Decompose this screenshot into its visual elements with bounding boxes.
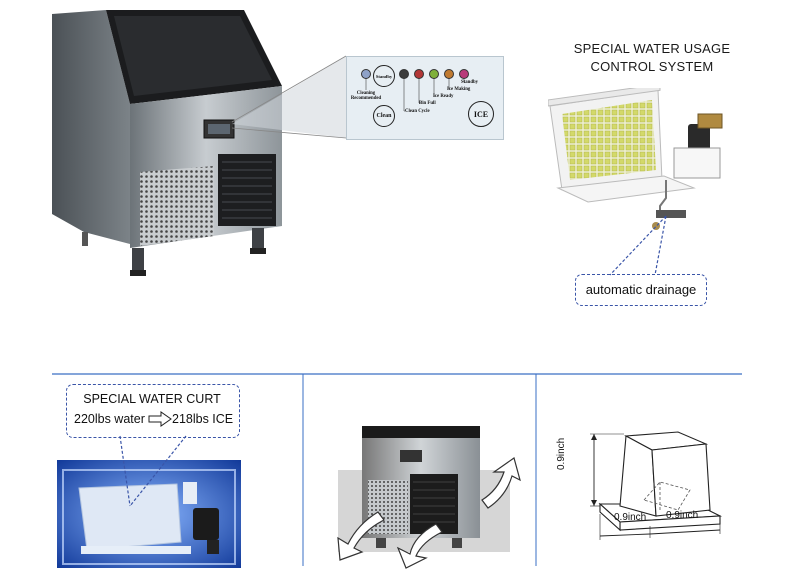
water-system-title: SPECIAL WATER USAGE CONTROL SYSTEM [546, 40, 758, 76]
label-ice-ready: Ice Ready [433, 94, 454, 99]
ice-machine-image [52, 10, 282, 276]
ice-cube-diagram [590, 431, 723, 540]
standby-button[interactable]: Standby [373, 65, 395, 87]
label-ice-making: Ice Making [447, 87, 471, 92]
label-standby-indicator: Standby [461, 80, 479, 85]
water-amount-label: 220lbs water [74, 412, 145, 426]
water-curtain-callout [66, 384, 240, 438]
evaporator-assembly-image [548, 88, 723, 230]
water-system-title-line2: CONTROL SYSTEM [590, 59, 714, 74]
airflow-machine-image [337, 426, 521, 569]
water-curtain-title: SPECIAL WATER CURT [83, 392, 221, 406]
water-curtain-photo [57, 460, 241, 568]
label-clean-cycle: Clean Cycle [405, 109, 430, 114]
control-panel: Cleaning Recommended Clean Cycle Bin Ful… [346, 56, 504, 140]
panel-leader-lines [365, 78, 465, 112]
conversion-arrow-icon [148, 411, 172, 427]
ice-button[interactable]: ICE [468, 101, 494, 127]
cube-width-label: 0.9inch [614, 512, 647, 523]
cube-height-label: 0.9inch [556, 437, 567, 470]
ice-amount-label: 218lbs ICE [172, 412, 234, 426]
label-bin-full: Bin Full [419, 101, 436, 106]
water-system-title-line1: SPECIAL WATER USAGE [573, 41, 731, 56]
clean-button[interactable]: Clean [373, 105, 395, 127]
cube-depth-label: 0.9inch [666, 510, 699, 521]
automatic-drainage-label: automatic drainage [575, 274, 707, 306]
label-cleaning-recommended: Cleaning Recommended [350, 91, 382, 101]
